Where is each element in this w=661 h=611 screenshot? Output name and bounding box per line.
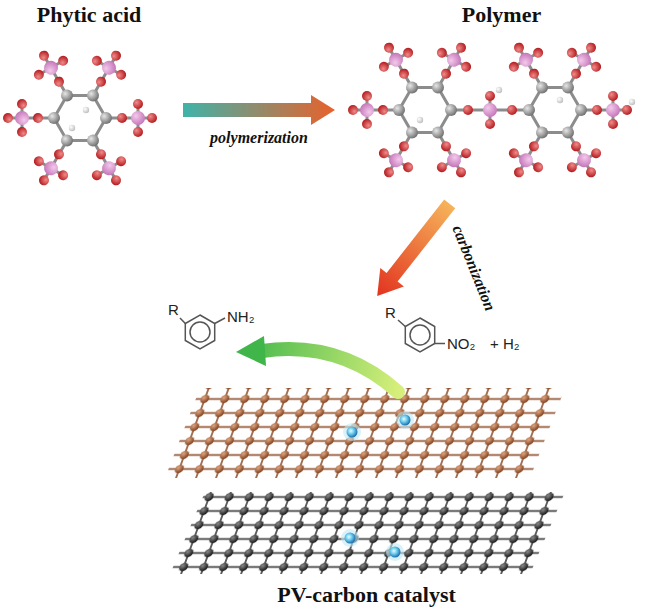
- process-arrow: [377, 200, 455, 297]
- step-label: carbonization: [449, 223, 499, 314]
- panel-title: Phytic acid: [37, 2, 142, 27]
- phosphate-group: [581, 91, 632, 129]
- step-label: polymerization: [210, 129, 308, 147]
- panel-title: Polymer: [462, 2, 541, 27]
- chemical-label: + H₂: [490, 336, 520, 353]
- title-group: Polymer: [340, 2, 661, 27]
- chemical-label: R: [168, 302, 179, 319]
- process-arrow: [183, 95, 335, 125]
- chemical-label: R: [385, 305, 396, 322]
- chemical-label: NO₂: [447, 336, 475, 353]
- title-group: Phytic acid: [0, 2, 178, 27]
- phosphate-group: [3, 99, 54, 137]
- bridge-phosphate: [451, 87, 529, 129]
- aniline-structure: [180, 315, 225, 349]
- polymer-molecule: [348, 34, 635, 186]
- molecule-panel: Polymer: [340, 0, 661, 200]
- brown-carbon-layer: [165, 388, 565, 478]
- phosphate-group: [348, 91, 399, 129]
- carbon-ring: [399, 88, 451, 133]
- chemical-label: NH₂: [227, 309, 255, 326]
- reaction-arrow: [236, 336, 398, 392]
- dopant-atoms: [341, 411, 414, 561]
- panel-title: PV-carbon catalyst: [277, 582, 456, 607]
- carbon-ring: [54, 96, 106, 141]
- title-group: PV-carbon catalyst: [150, 582, 583, 607]
- carbon-sheets: [165, 388, 565, 574]
- phosphate-group: [106, 99, 157, 137]
- nitrobenzene-structure: [398, 318, 445, 352]
- molecule-panel: Phytic acid: [0, 0, 178, 210]
- carbon-atoms: [48, 90, 112, 147]
- black-carbon-layer: [170, 492, 565, 574]
- carbon-ring: [529, 88, 581, 133]
- carbon-atoms: [393, 82, 635, 139]
- phytic-acid-molecule: [3, 42, 157, 194]
